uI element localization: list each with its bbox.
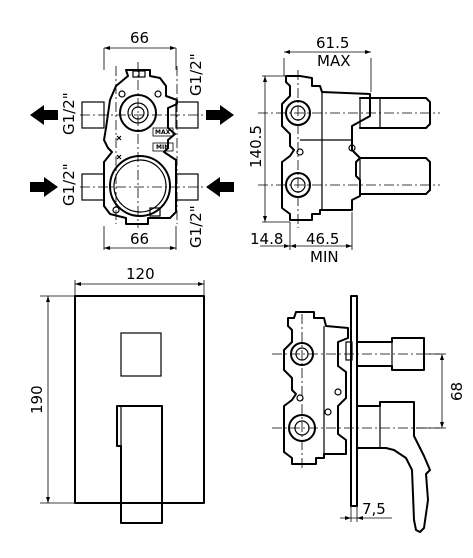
- valve-body-side-view: 61.5 MAX 140.5 14.8 46.5 MIN: [247, 34, 440, 266]
- dim-lever-offset: 68: [448, 382, 466, 401]
- inlet-arrow-right-icon: [206, 177, 234, 197]
- dim-top-width: 66: [130, 29, 149, 47]
- dim-plate-thickness: 7,5: [362, 500, 386, 518]
- cover-plate-front-view: 120 190: [28, 265, 205, 524]
- dim-plate-height: 190: [28, 385, 46, 414]
- outlet-arrow-right-icon: [206, 105, 234, 125]
- dim-side-height: 140.5: [247, 125, 265, 168]
- dim-side-min-label: MIN: [310, 248, 339, 266]
- assembly-side-view: 68 7,5: [272, 295, 466, 533]
- dim-side-min-offset: 14.8: [250, 230, 283, 248]
- max-marking: MAX: [155, 129, 171, 136]
- min-marking: MIN: [156, 144, 169, 151]
- dim-side-max-label: MAX: [317, 52, 350, 70]
- valve-body-front-view: MAX MIN 66 66 G1/2" G1/2" G1/2" G1/2": [30, 29, 234, 250]
- dim-bottom-width: 66: [130, 230, 149, 248]
- inlet-arrow-left-icon: [30, 177, 58, 197]
- thread-label-bottom-right: G1/2": [187, 205, 205, 248]
- thread-label-top-right: G1/2": [187, 53, 205, 96]
- thread-label-bottom-left: G1/2": [60, 163, 78, 206]
- dim-plate-width: 120: [126, 265, 155, 283]
- outlet-arrow-left-icon: [30, 105, 58, 125]
- dim-side-depth: 61.5: [316, 34, 349, 52]
- dim-side-depth-min: 46.5: [306, 230, 339, 248]
- thread-label-top-left: G1/2": [60, 92, 78, 135]
